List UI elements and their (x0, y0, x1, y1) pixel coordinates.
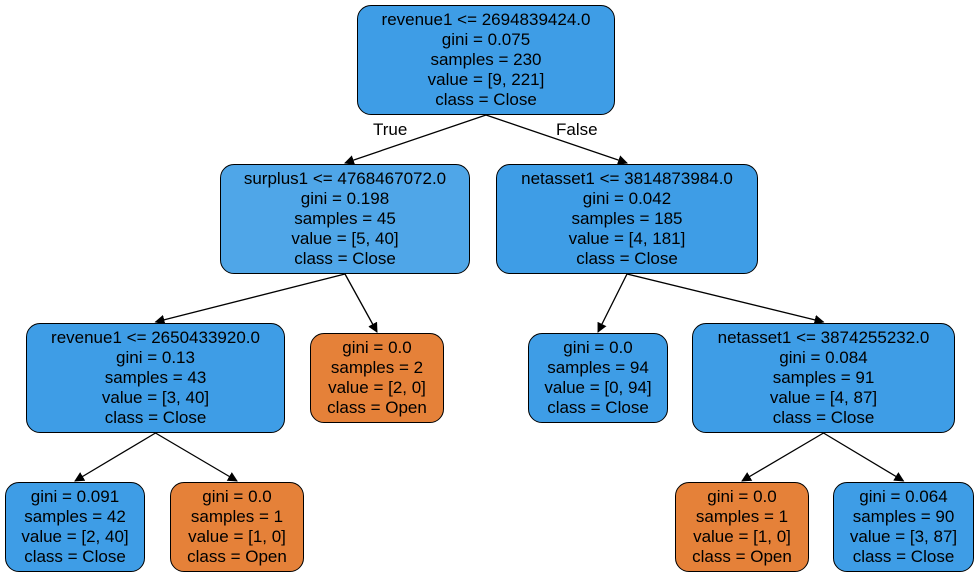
node-line: value = [3, 87] (849, 527, 958, 546)
node-line: netasset1 <= 3814873984.0 (521, 169, 733, 188)
node-line: gini = 0.0 (563, 338, 633, 357)
edge-n2-n3 (74, 432, 156, 482)
node-line: gini = 0.0 (342, 338, 412, 357)
node-line: gini = 0.091 (30, 487, 120, 506)
node-line: gini = 0.084 (779, 348, 868, 367)
node-line: value = [0, 94] (544, 378, 652, 397)
edge-n8-n10 (823, 432, 905, 482)
node-line: class = Close (576, 249, 678, 268)
node-line: revenue1 <= 2694839424.0 (381, 10, 591, 29)
node-line: samples = 94 (547, 358, 649, 377)
node-line: gini = 0.042 (582, 189, 672, 208)
node-line: samples = 1 (695, 507, 789, 526)
node-line: samples = 2 (330, 358, 424, 377)
edge-n1-n2 (154, 273, 346, 325)
node-line: class = Close (772, 408, 875, 427)
edge-n0-n6 (485, 114, 628, 165)
node-line: gini = 0.0 (707, 487, 777, 506)
node-line: value = [2, 40] (21, 527, 129, 546)
node-line: samples = 185 (571, 209, 683, 228)
node-line: gini = 0.13 (116, 348, 195, 367)
edge-label-true: True (373, 120, 408, 139)
node-line: class = Open (692, 547, 792, 566)
node-line: value = [1, 0] (693, 527, 791, 546)
node-line: gini = 0.0 (202, 487, 272, 506)
node-line: value = [9, 221] (427, 70, 545, 89)
node-line: samples = 230 (430, 50, 542, 69)
node-line: value = [3, 40] (101, 388, 210, 407)
node-line: gini = 0.198 (300, 189, 390, 208)
node-line: netasset1 <= 3874255232.0 (717, 328, 930, 347)
node-line: surplus1 <= 4768467072.0 (243, 169, 447, 188)
edge-n1-n5 (344, 273, 378, 333)
node-line: gini = 0.064 (859, 487, 948, 506)
node-line: value = [1, 0] (188, 527, 286, 546)
node-line: class = Open (327, 398, 427, 417)
node-line: samples = 90 (852, 507, 955, 526)
node-line: class = Close (24, 547, 126, 566)
node-line: revenue1 <= 2650433920.0 (51, 328, 260, 347)
node-line: samples = 91 (772, 368, 875, 387)
node-line: value = [2, 0] (328, 378, 426, 397)
node-line: class = Close (547, 398, 649, 417)
node-line: value = [5, 40] (291, 229, 399, 248)
edge-n6-n7 (597, 273, 628, 333)
edge-n8-n9 (741, 432, 824, 482)
node-line: samples = 45 (294, 209, 396, 228)
edge-n2-n4 (155, 432, 238, 482)
node-line: gini = 0.075 (441, 30, 531, 49)
node-line: samples = 43 (104, 368, 207, 387)
node-line: class = Open (187, 547, 287, 566)
node-line: class = Close (104, 408, 207, 427)
node-line: class = Close (852, 547, 955, 566)
node-line: value = [4, 87] (769, 388, 878, 407)
node-line: class = Close (435, 90, 537, 109)
edge-label-false: False (556, 120, 598, 139)
node-line: class = Close (294, 249, 396, 268)
edge-n0-n1 (344, 114, 487, 165)
node-line: samples = 1 (190, 507, 284, 526)
node-line: value = [4, 181] (568, 229, 686, 248)
edge-n6-n8 (626, 273, 825, 325)
node-line: samples = 42 (24, 507, 126, 526)
